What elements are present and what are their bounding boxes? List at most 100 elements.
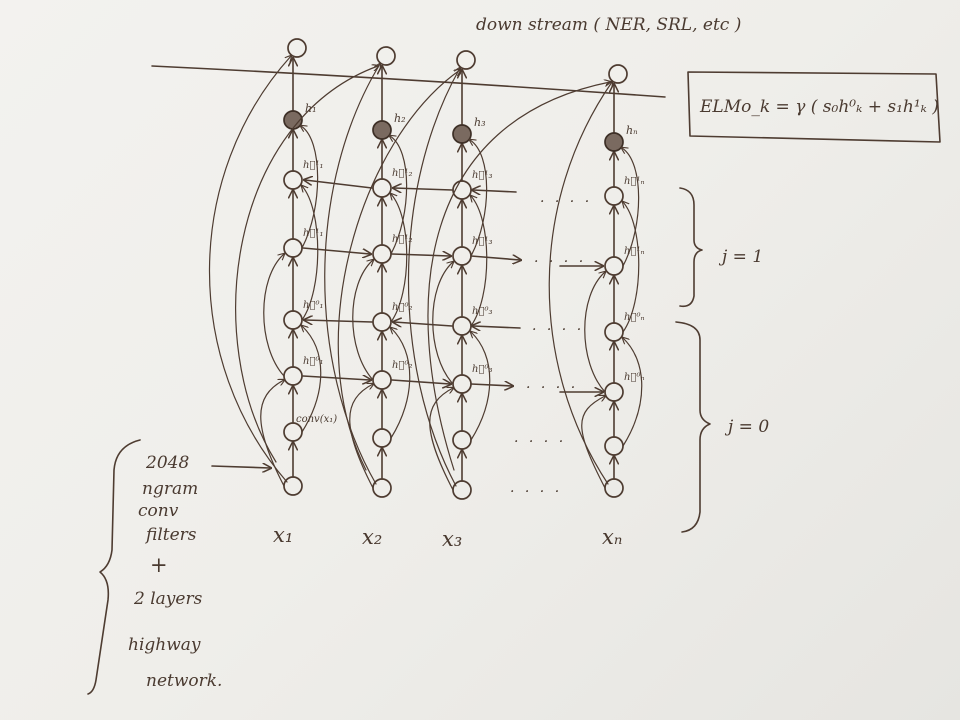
forward-layer-1-node bbox=[604, 256, 624, 276]
forward-0-label: h⃗⁰₃ bbox=[472, 364, 492, 375]
input-node bbox=[283, 476, 303, 496]
cross-skip-connection bbox=[337, 70, 460, 471]
input-node bbox=[604, 478, 624, 498]
backward-layer-1-node bbox=[372, 178, 392, 198]
layer-1-label: j = 1 bbox=[718, 247, 763, 267]
backward-1-link bbox=[305, 180, 373, 189]
token-columns: h₁h⃖¹₁h⃗¹₁h⃖⁰₁h⃗⁰₁x₁h₂h⃖¹₂h⃗¹₂h⃖⁰₂h⃗⁰₂x₂… bbox=[260, 38, 645, 551]
input-node bbox=[372, 478, 392, 498]
conv-node bbox=[372, 428, 392, 448]
forward-0-link bbox=[470, 384, 512, 386]
ellipsis-row-4: · · · · bbox=[526, 380, 578, 396]
ellipsis-row-3: · · · · bbox=[532, 322, 584, 338]
backward-1-link bbox=[473, 190, 517, 192]
conv-node bbox=[604, 436, 624, 456]
conv-node bbox=[283, 422, 303, 442]
loop-curve bbox=[302, 326, 322, 433]
backward-0-link bbox=[473, 326, 521, 328]
backward-layer-0-node bbox=[283, 310, 303, 330]
input-label: x₁ bbox=[273, 523, 293, 547]
lateral-connections bbox=[302, 180, 602, 392]
skip-connections bbox=[208, 56, 612, 487]
backward-layer-0-node bbox=[372, 312, 392, 332]
output-label: h₂ bbox=[394, 112, 406, 125]
forward-1-label: h⃗¹₃ bbox=[472, 236, 492, 247]
conv-label: conv(x₁) bbox=[296, 414, 337, 425]
forward-layer-0-node bbox=[372, 370, 392, 390]
backward-layer-1-node bbox=[283, 170, 303, 190]
skip-connection bbox=[407, 68, 460, 487]
elmo-vector-node bbox=[452, 124, 472, 144]
output-node bbox=[376, 46, 396, 66]
char-cnn-note: 2048 ngram conv filters + 2 layers highw… bbox=[128, 453, 222, 691]
forward-0-label: h⃗⁰ₙ bbox=[624, 372, 645, 383]
loop-curve bbox=[622, 148, 640, 267]
loop-curve bbox=[302, 186, 319, 321]
ellipsis-row-5: · · · · bbox=[514, 434, 566, 450]
forward-1-link bbox=[470, 256, 520, 260]
conv-node bbox=[452, 430, 472, 450]
backward-0-label: h⃖⁰₃ bbox=[472, 306, 492, 317]
loop-curve bbox=[623, 338, 643, 447]
forward-layer-0-node bbox=[283, 366, 303, 386]
downstream-label: down stream ( NER, SRL, etc ) bbox=[476, 15, 741, 35]
backward-0-label: h⃖⁰₂ bbox=[392, 302, 412, 313]
backward-0-label: h⃖⁰₁ bbox=[303, 300, 323, 311]
backward-0-label: h⃖⁰ₙ bbox=[624, 312, 645, 323]
loop-curve bbox=[470, 140, 488, 257]
forward-1-label: h⃗¹ₙ bbox=[624, 246, 645, 257]
cross-skip-connection bbox=[235, 66, 378, 463]
note-line-7: highway bbox=[128, 635, 201, 655]
backward-1-label: h⃖¹ₙ bbox=[624, 176, 645, 187]
input-node bbox=[452, 480, 472, 500]
loop-curve bbox=[471, 332, 491, 441]
forward-1-link bbox=[391, 254, 450, 256]
loop-curve bbox=[581, 396, 605, 489]
forward-0-label: h⃗⁰₁ bbox=[303, 356, 323, 367]
forward-layer-1-node bbox=[452, 246, 472, 266]
backward-1-label: h⃖¹₃ bbox=[472, 170, 492, 181]
loop-curve bbox=[471, 196, 488, 327]
note-line-4: filters bbox=[144, 525, 197, 545]
skip-connection bbox=[548, 82, 612, 485]
note-line-3: conv bbox=[138, 501, 179, 521]
forward-1-label: h⃗¹₁ bbox=[303, 228, 323, 239]
skip-connection bbox=[208, 56, 291, 483]
backward-1-link bbox=[394, 188, 453, 190]
loop-curve bbox=[432, 262, 453, 385]
backward-layer-0-node bbox=[452, 316, 472, 336]
loop-curve bbox=[429, 388, 453, 491]
forward-0-link bbox=[391, 380, 450, 384]
backward-layer-0-node bbox=[604, 322, 624, 342]
loop-curve bbox=[584, 272, 605, 393]
backward-layer-1-node bbox=[604, 186, 624, 206]
ellipsis-row-1: · · · · bbox=[540, 194, 592, 210]
backward-0-link bbox=[394, 322, 453, 326]
input-label: x₂ bbox=[362, 525, 382, 549]
note-line-2: ngram bbox=[142, 479, 198, 499]
output-node bbox=[287, 38, 307, 58]
forward-layer-1-node bbox=[283, 238, 303, 258]
backward-1-label: h⃖¹₂ bbox=[392, 168, 412, 179]
layer-1-brace bbox=[679, 187, 703, 308]
note-line-8: network. bbox=[146, 671, 222, 691]
output-boundary-line bbox=[151, 65, 666, 98]
output-label: hₙ bbox=[626, 124, 638, 137]
forward-0-label: h⃗⁰₂ bbox=[392, 360, 412, 371]
layer-0-brace bbox=[675, 321, 711, 533]
ellipsis-row-6: · · · · bbox=[510, 484, 562, 500]
char-cnn-brace bbox=[87, 439, 141, 695]
loop-curve bbox=[391, 328, 411, 439]
cross-skip-connection bbox=[427, 82, 610, 471]
loop-curve bbox=[390, 136, 408, 255]
ellipsis-row-2: · · · · bbox=[534, 254, 586, 270]
note-pointer-arrow bbox=[211, 466, 270, 468]
input-label: x₃ bbox=[442, 527, 462, 551]
forward-layer-1-node bbox=[372, 244, 392, 264]
output-label: h₃ bbox=[474, 116, 486, 129]
skip-connection bbox=[324, 64, 380, 485]
